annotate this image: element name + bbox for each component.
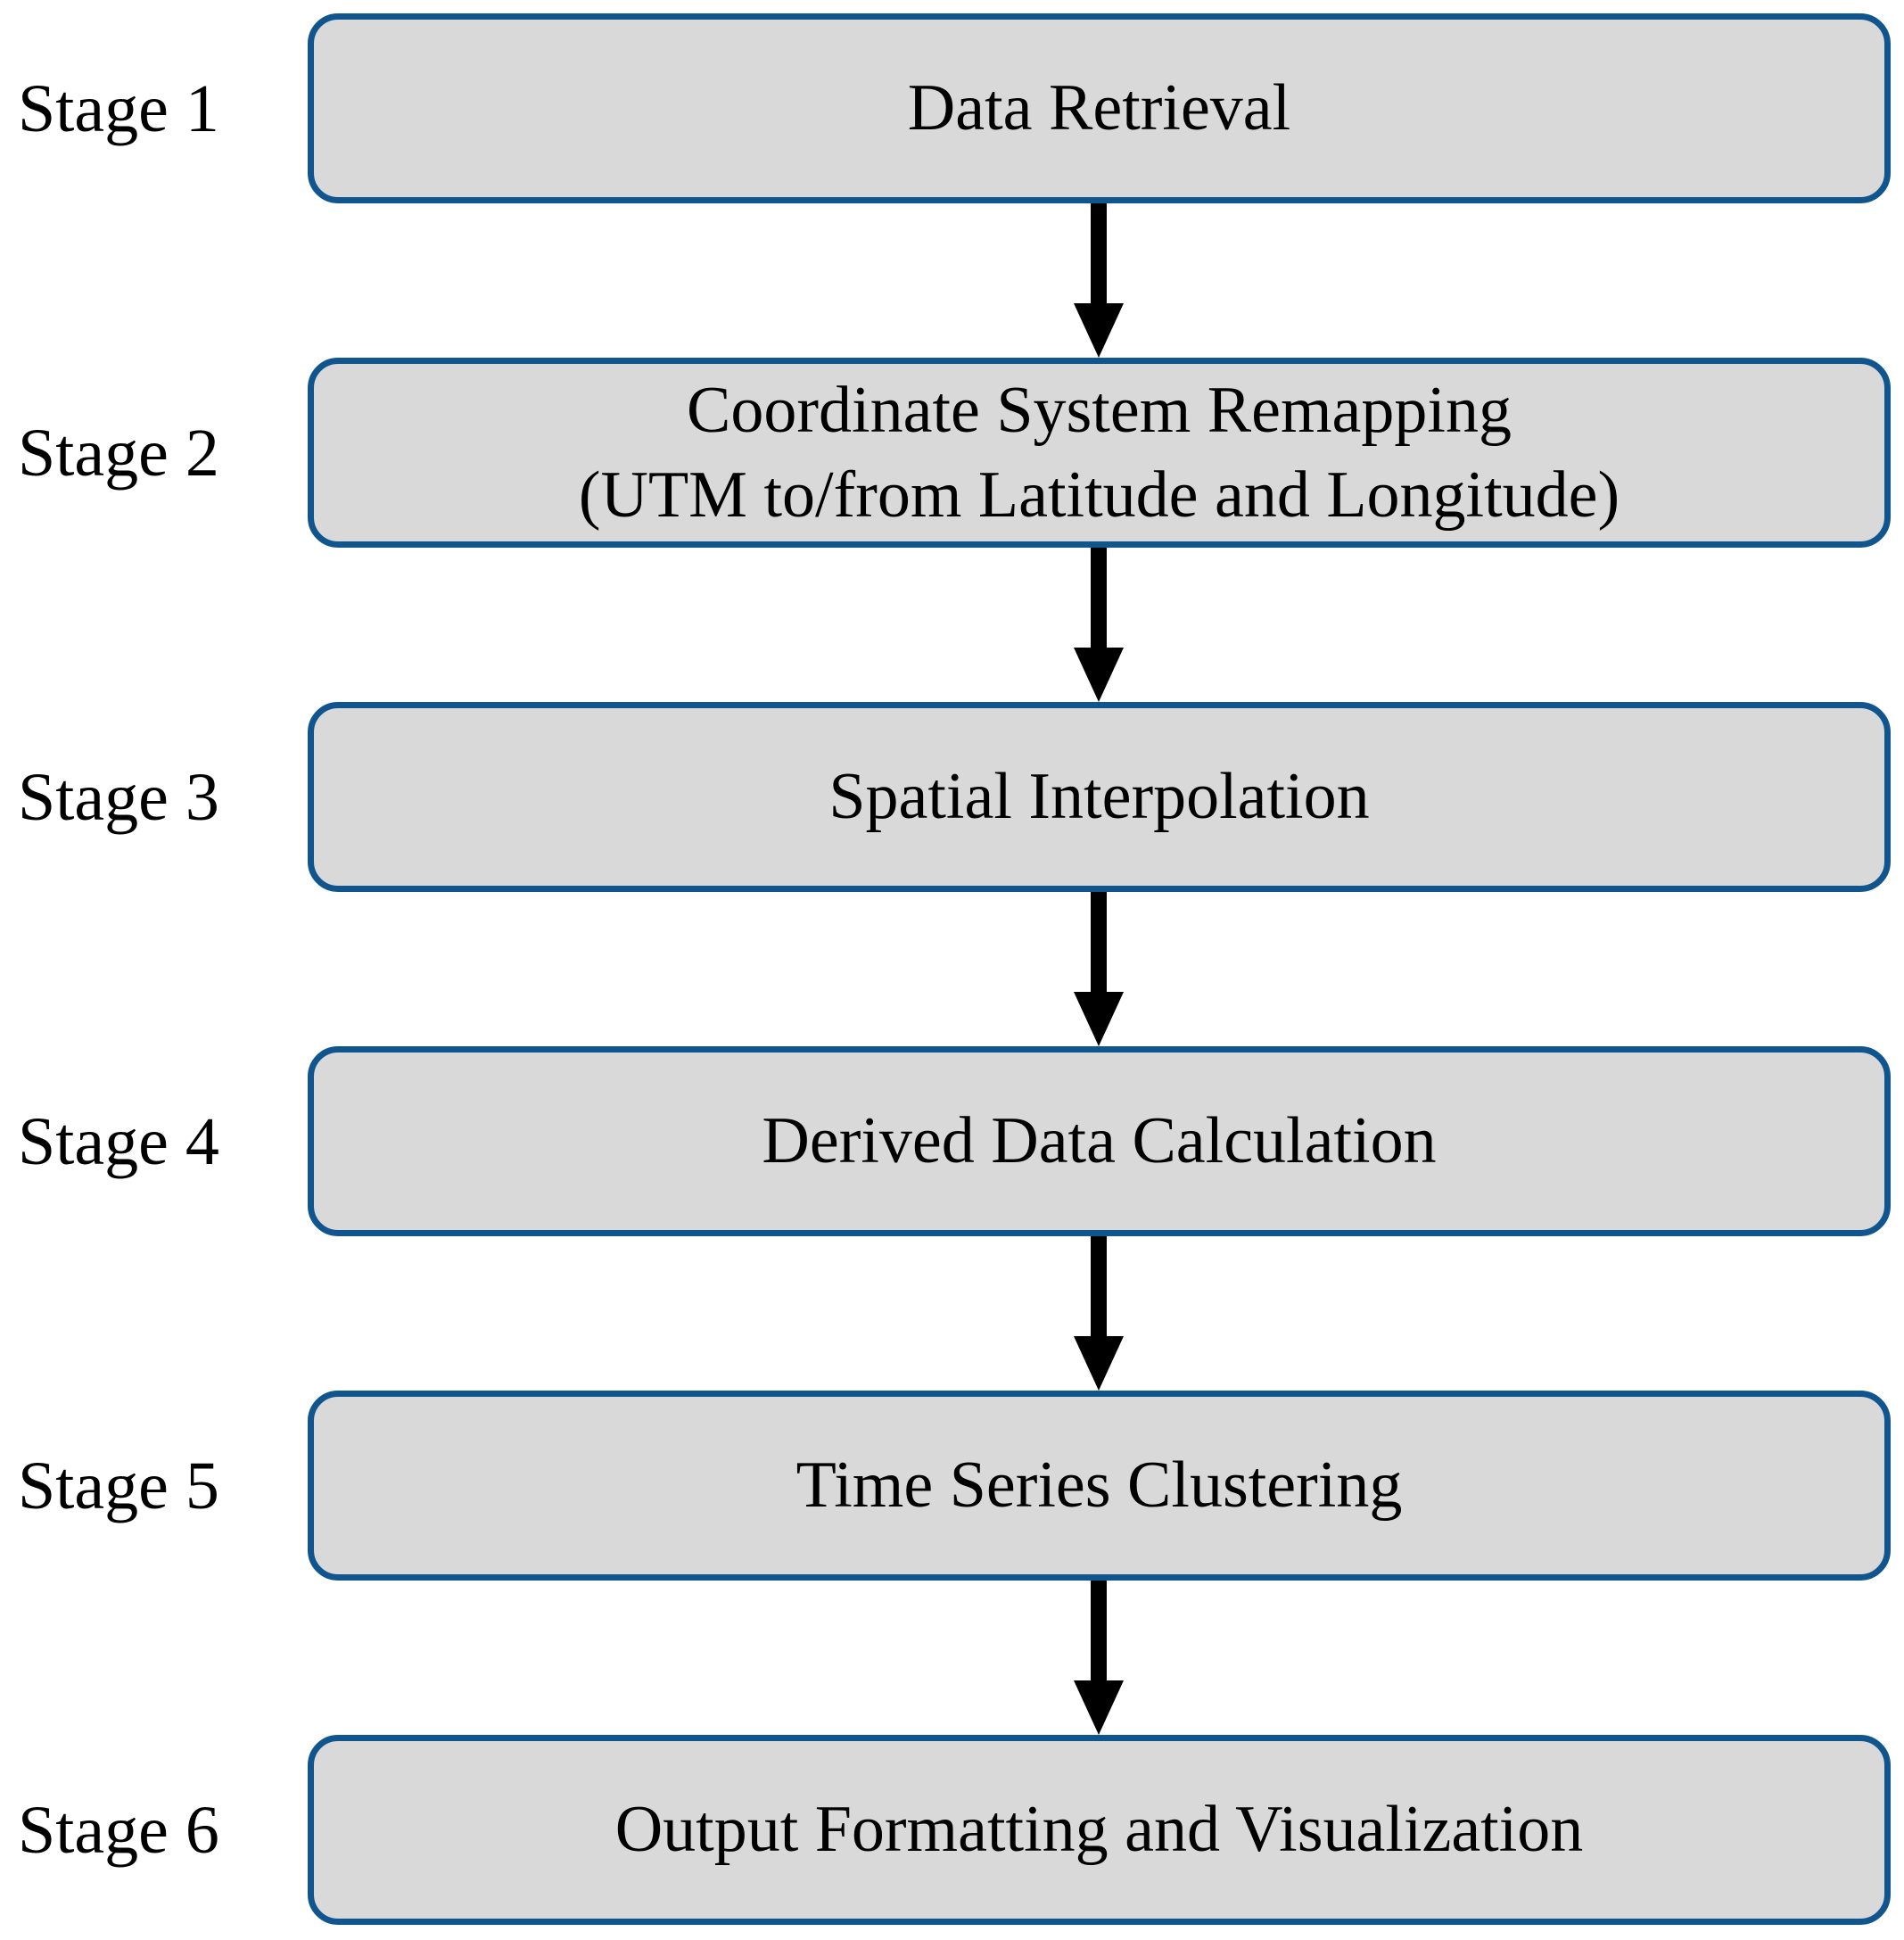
- arrow-head: [1074, 303, 1124, 358]
- arrow-stem: [1091, 548, 1107, 648]
- stage-6-label: Stage 6: [18, 1792, 219, 1868]
- stage-3-title: Spatial Interpolation: [828, 760, 1370, 834]
- stage-1-label: Stage 1: [18, 70, 219, 146]
- stage-1-title: Data Retrieval: [907, 71, 1291, 145]
- stage-3-box: Spatial Interpolation: [308, 702, 1891, 892]
- arrow-gap-1: [0, 203, 1904, 358]
- stage-5-title: Time Series Clustering: [795, 1449, 1403, 1523]
- stage-2-title: Coordinate System Remapping: [687, 373, 1512, 447]
- stage-5-label: Stage 5: [18, 1448, 219, 1523]
- arrow-head: [1074, 1680, 1124, 1735]
- stage-6-title: Output Formatting and Visualization: [614, 1793, 1584, 1867]
- arrow-stem: [1091, 892, 1107, 992]
- stage-row-6: Stage 6 Output Formatting and Visualizat…: [0, 1735, 1904, 1925]
- arrow-down-icon: [1074, 1236, 1124, 1391]
- arrow-down-icon: [1074, 892, 1124, 1046]
- stage-row-5: Stage 5 Time Series Clustering: [0, 1391, 1904, 1581]
- arrow-head: [1074, 1336, 1124, 1391]
- arrow-gap-4: [0, 1236, 1904, 1391]
- arrow-down-icon: [1074, 203, 1124, 358]
- stage-4-label: Stage 4: [18, 1103, 219, 1179]
- stage-1-box: Data Retrieval: [308, 13, 1891, 203]
- stage-row-4: Stage 4 Derived Data Calculation: [0, 1046, 1904, 1236]
- stage-3-label: Stage 3: [18, 759, 219, 835]
- stage-2-label: Stage 2: [18, 415, 219, 491]
- stage-2-subtitle: (UTM to/from Latitude and Longitude): [578, 458, 1620, 532]
- arrow-stem: [1091, 1236, 1107, 1336]
- arrow-stem: [1091, 1581, 1107, 1680]
- stage-4-box: Derived Data Calculation: [308, 1046, 1891, 1236]
- stage-4-title: Derived Data Calculation: [762, 1104, 1437, 1178]
- arrow-down-icon: [1074, 548, 1124, 702]
- stage-row-2: Stage 2 Coordinate System Remapping (UTM…: [0, 358, 1904, 548]
- arrow-gap-5: [0, 1581, 1904, 1735]
- stage-2-box: Coordinate System Remapping (UTM to/from…: [308, 358, 1891, 548]
- arrow-stem: [1091, 203, 1107, 303]
- arrow-gap-3: [0, 892, 1904, 1046]
- stage-5-box: Time Series Clustering: [308, 1391, 1891, 1581]
- stage-row-1: Stage 1 Data Retrieval: [0, 13, 1904, 203]
- arrow-head: [1074, 648, 1124, 702]
- stage-6-box: Output Formatting and Visualization: [308, 1735, 1891, 1925]
- stage-row-3: Stage 3 Spatial Interpolation: [0, 702, 1904, 892]
- arrow-down-icon: [1074, 1581, 1124, 1735]
- arrow-head: [1074, 992, 1124, 1046]
- arrow-gap-2: [0, 548, 1904, 702]
